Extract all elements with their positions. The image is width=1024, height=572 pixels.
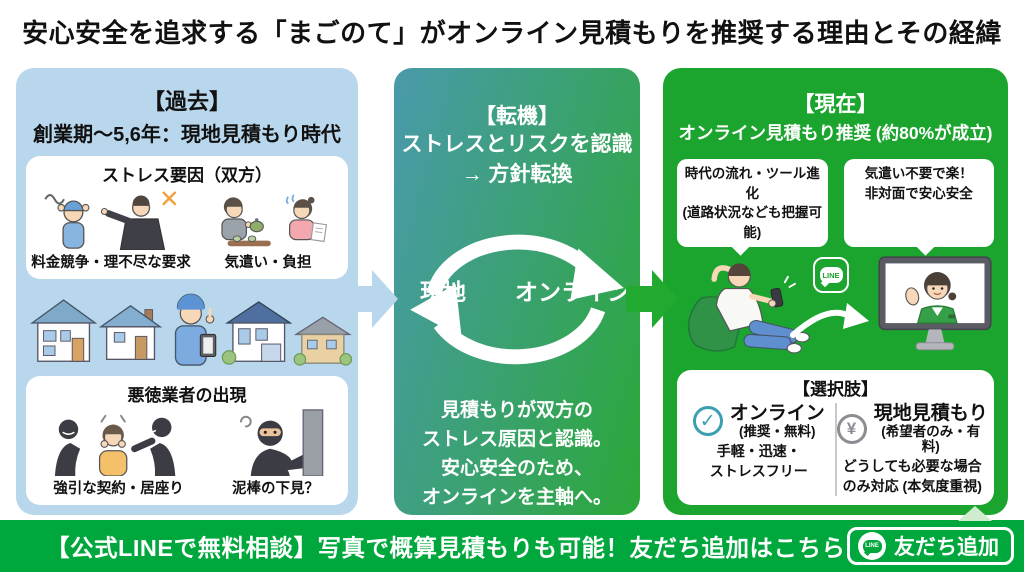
checkmark-icon: ✓ <box>692 406 723 437</box>
option-online-sub: (推奨・無料) <box>738 424 816 440</box>
page-title: 安心安全を追求する「まごのて」がオンライン見積もりを推奨する理由とその経緯 <box>22 17 1002 48</box>
past-heading-subtitle: 創業期〜5,6年：現地見積もり時代 <box>33 124 341 146</box>
cycle-label-onsite: 現地 <box>420 278 466 305</box>
flow-arrow-past-to-turning <box>346 270 398 328</box>
turning-body-text: 見積もりが双方の ストレス原因と認識。 安心安全のため、 オンラインを主軸へ。 <box>421 399 612 508</box>
stress-scenes: 料金競争・理不尽な要求 <box>30 188 344 272</box>
caption-forced-contract: 強引な契約・居座り <box>53 481 184 497</box>
turning-panel: 【転機】 ストレスとリスクを認識 → 方針転換 現地 オンライン 見積もりが双方… <box>394 68 640 515</box>
past-heading-tag: 【過去】 <box>142 89 231 114</box>
flow-arrow-turning-to-present <box>626 270 678 328</box>
scene-hospitality-burden: 気遣い・負担 <box>193 188 343 272</box>
option-online-name: オンライン <box>729 402 825 424</box>
line-button-label: 友だち追加 <box>894 536 999 559</box>
caption-unreasonable-demands: 料金競争・理不尽な要求 <box>31 255 191 271</box>
rogue-box: 悪徳業者の出現 <box>26 376 348 505</box>
bubble-tools-progress: 時代の流れ・ツール進化 (道路状況なども把握可能) <box>677 159 828 248</box>
past-panel: 【過去】 創業期〜5,6年：現地見積もり時代 ストレス要因（双方） <box>16 68 358 515</box>
line-app-icon-text: LINE <box>822 270 840 280</box>
houses-and-estimator-illustration <box>29 293 353 366</box>
speech-bubbles: 時代の流れ・ツール進化 (道路状況なども把握可能) 気遣い不要で楽！ 非対面で安… <box>663 159 1008 248</box>
rogue-scenes: 強引な契約・居座り 泥棒の下見？ <box>30 408 344 498</box>
relaxed-customer-illustration <box>687 263 810 354</box>
line-logo-text: LINE <box>865 543 879 549</box>
online-estimate-illustration: LINE <box>663 253 1008 362</box>
options-title: 【選択肢】 <box>793 379 878 399</box>
up-triangle-decoration <box>958 506 992 521</box>
pushy-dealers-illustration <box>54 414 175 476</box>
line-app-icon: LINE <box>813 257 849 294</box>
rogue-box-title: 悪徳業者の出現 <box>127 386 247 405</box>
option-onsite: ¥ 現地見積もり (希望者のみ・有料) どうしても必要な場合 のみ対応 (本気度… <box>836 402 989 496</box>
scene-forced-contract: 強引な契約・居座り <box>39 408 199 498</box>
option-onsite-name: 現地見積もり <box>873 402 988 424</box>
video-call-staff-illustration <box>878 256 992 351</box>
cycle-label-online: オンライン <box>515 278 630 305</box>
line-add-friend-button[interactable]: LINE 友だち追加 <box>847 527 1014 565</box>
option-online: ✓ オンライン (推奨・無料) 手軽・迅速・ ストレスフリー <box>683 402 837 496</box>
tea-serving-illustration <box>221 194 328 247</box>
option-online-desc: 手軽・迅速・ ストレスフリー <box>709 443 808 479</box>
neighborhood-strip <box>19 279 355 367</box>
scolded-worker-illustration <box>44 191 177 250</box>
cycle-arrows-icon <box>410 234 624 365</box>
present-heading-tag: 【現在】 <box>793 93 878 116</box>
option-onsite-desc: どうしても必要な場合 のみ対応 (本気度重視) <box>842 458 982 494</box>
scene-burglar-scouting: 泥棒の下見？ <box>216 408 336 498</box>
yen-icon: ¥ <box>836 413 867 444</box>
turning-heading-line2: → 方針転換 <box>461 163 573 187</box>
footer-message: 【公式LINEで無料相談】写真で概算見積もりも可能！友だち追加はこちら <box>46 535 846 561</box>
caption-hospitality-burden: 気遣い・負担 <box>224 255 312 271</box>
options-columns: ✓ オンライン (推奨・無料) 手軽・迅速・ ストレスフリー ¥ 現地見積もり … <box>683 402 989 496</box>
onsite-online-cycle: 現地 オンライン <box>394 201 640 379</box>
burglar-illustration <box>239 409 323 476</box>
line-cta-bar: 【公式LINEで無料相談】写真で概算見積もりも可能！友だち追加はこちら LINE… <box>0 506 1024 572</box>
line-logo-icon: LINE <box>858 532 886 560</box>
turning-heading-tag: 【転機】 <box>475 105 559 128</box>
connection-arrow-icon <box>790 303 869 339</box>
option-onsite-sub: (希望者のみ・有料) <box>881 424 981 455</box>
options-box: 【選択肢】 ✓ オンライン (推奨・無料) 手軽・迅速・ ストレスフリー ¥ <box>677 369 994 505</box>
present-panel: 【現在】 オンライン見積もり推奨 (約80%が成立) 時代の流れ・ツール進化 (… <box>663 68 1008 515</box>
turning-heading-line1: ストレスとリスクを認識 <box>401 133 633 156</box>
bubble-no-stress: 気遣い不要で楽！ 非対面で安心安全 <box>843 159 994 248</box>
present-heading-subtitle: オンライン見積もり推奨 (約80%が成立) <box>678 123 993 143</box>
scene-unreasonable-demands: 料金競争・理不尽な要求 <box>31 188 191 272</box>
stress-box-title: ストレス要因（双方） <box>102 166 272 185</box>
stress-box: ストレス要因（双方） <box>26 156 348 279</box>
caption-burglar-scouting: 泥棒の下見？ <box>232 481 319 497</box>
